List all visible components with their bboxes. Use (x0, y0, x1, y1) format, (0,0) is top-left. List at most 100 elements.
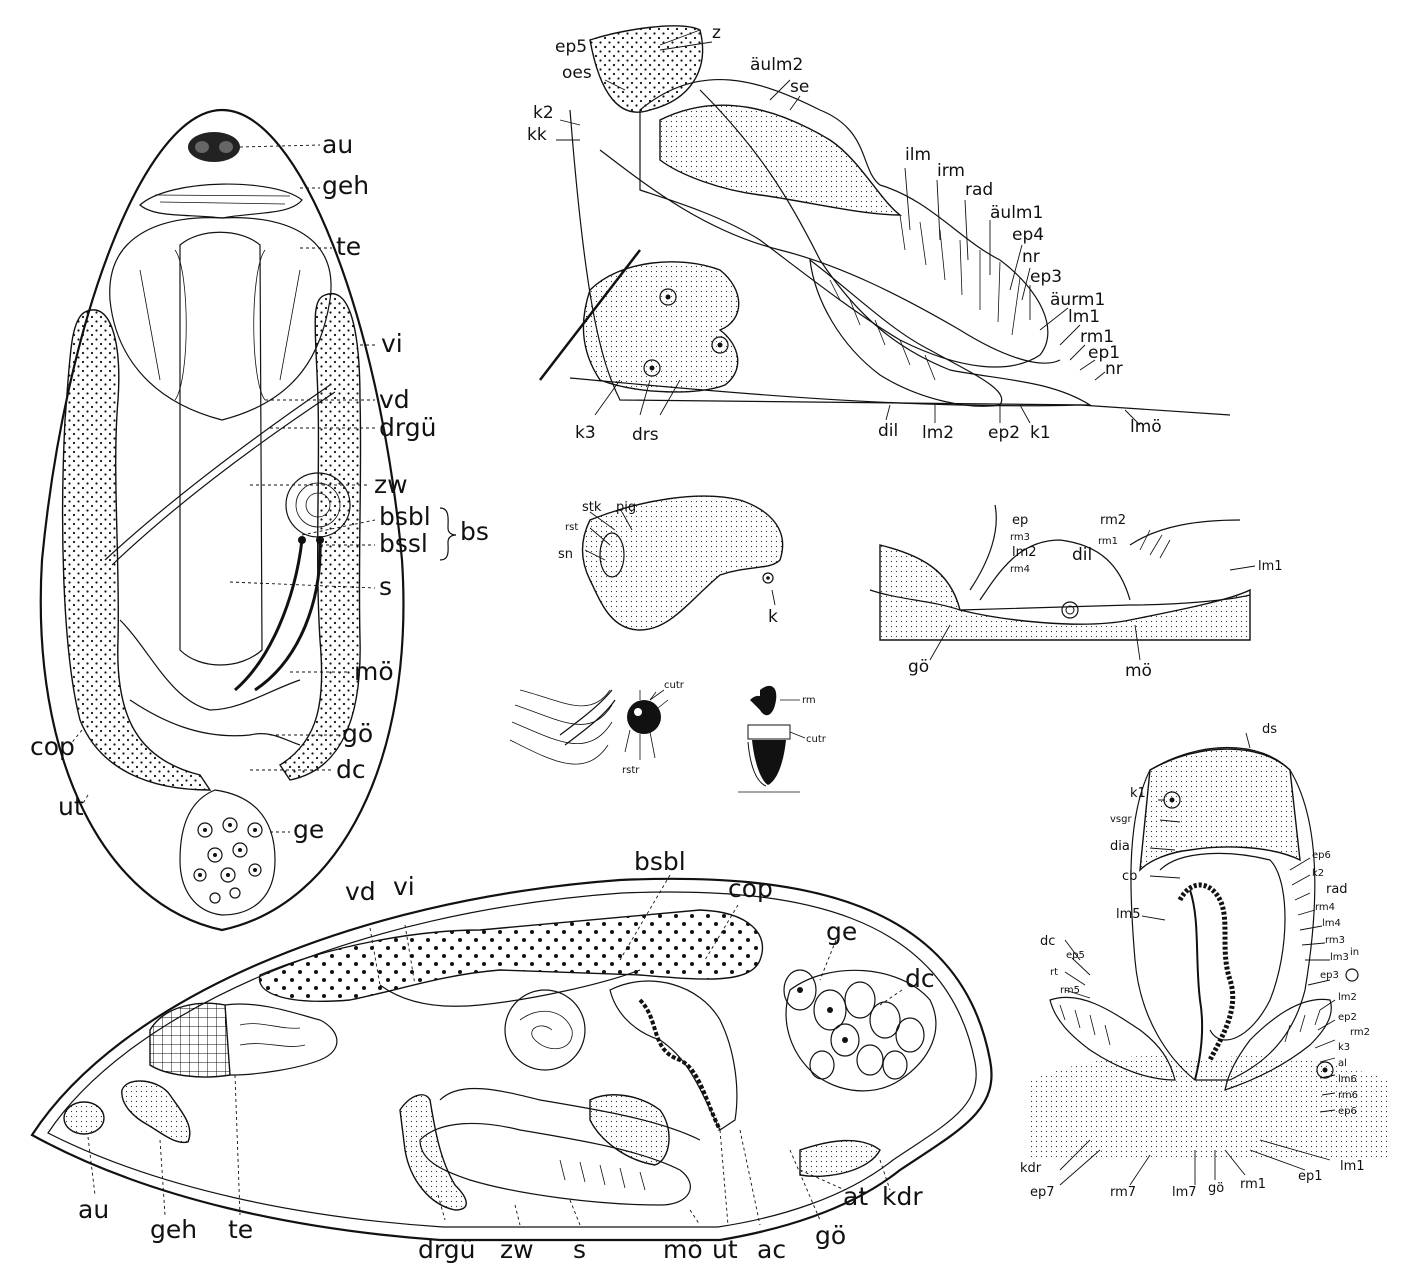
label-dil: dil (878, 421, 898, 441)
label-te-lat: te (228, 1215, 253, 1244)
rhabdite-cell (627, 700, 661, 734)
genital-tissue (1030, 1056, 1390, 1160)
label-go-lat: gö (815, 1221, 846, 1250)
label-lm2-b: lm2 (1012, 545, 1037, 560)
label-ep2-gen: ep2 (1338, 1012, 1357, 1023)
label-rm3: rm3 (1010, 532, 1030, 543)
label-al: al (1338, 1058, 1347, 1069)
lateral-bursa (504, 989, 586, 1071)
brace-bs (439, 507, 457, 561)
label-rm3-gen: rm3 (1325, 935, 1345, 946)
label-lm4-gen: lm4 (1322, 918, 1341, 929)
label-rad: rad (965, 180, 993, 200)
bursa-stalk (234, 539, 304, 692)
panel-pharynx-section: ep5 z oes äulm2 se k2 kk ilm irm rad äul… (527, 23, 1231, 445)
label-dc: dc (336, 755, 366, 784)
label-rm7: rm7 (1110, 1185, 1136, 1200)
label-ac-lat: ac (757, 1235, 786, 1264)
label-s: s (379, 572, 392, 601)
label-geh: geh (322, 171, 369, 200)
label-ep3: ep3 (1030, 267, 1062, 287)
label-lm7: lm7 (1172, 1185, 1197, 1200)
label-ge: ge (293, 815, 324, 844)
egg-capsule (179, 789, 276, 916)
label-mo-b: mö (1125, 661, 1152, 681)
eye-spots (188, 132, 240, 162)
label-vi: vi (381, 329, 403, 358)
label-lm1-gen: lm1 (1340, 1159, 1365, 1174)
panel-small-a: stk pig rst sn k (558, 495, 784, 631)
gland-cells (582, 261, 740, 393)
pharynx-epidermis-top (589, 25, 704, 113)
label-lm1-b: lm1 (1258, 559, 1283, 574)
label-kdr-gen: kdr (1020, 1161, 1042, 1176)
lateral-pharynx (419, 1122, 691, 1206)
label-k2: k2 (533, 103, 554, 123)
label-cop-lat: cop (728, 874, 773, 903)
label-go: gö (342, 719, 373, 748)
pharynx-lumen (659, 104, 903, 216)
label-dil-b: dil (1072, 545, 1092, 565)
label-nr-top: nr (1022, 247, 1040, 267)
lateral-vitellarium (258, 909, 764, 1002)
label-kk: kk (527, 125, 547, 145)
copulatory-bulb (179, 231, 263, 666)
label-k3: k3 (575, 423, 596, 443)
label-go-b: gö (908, 657, 929, 677)
label-se: se (790, 77, 809, 97)
label-rt: rt (1050, 967, 1058, 978)
label-ep5: ep5 (555, 37, 587, 57)
label-stk: stk (582, 500, 602, 515)
small-a-tissue (581, 495, 784, 631)
label-lm2-gen: lm2 (1338, 992, 1357, 1003)
label-ep4: ep4 (1012, 225, 1044, 245)
label-at-lat: at (843, 1182, 868, 1211)
label-te: te (336, 232, 361, 261)
vas-deferens (104, 384, 331, 561)
label-k: k (768, 607, 778, 627)
label-cb: cb (1122, 869, 1137, 884)
label-bsbl-lat: bsbl (634, 847, 686, 876)
label-vd: vd (379, 385, 410, 414)
label-rm5: rm5 (1060, 985, 1080, 996)
label-geh-lat: geh (150, 1215, 197, 1244)
label-lm1: lm1 (1068, 307, 1100, 327)
label-lm6: lm6 (1338, 1074, 1357, 1085)
label-ep1: ep1 (1088, 343, 1120, 363)
label-nr-bottom: nr (1105, 359, 1123, 379)
label-dc-gen: dc (1040, 934, 1055, 949)
label-z: z (712, 23, 721, 43)
label-go-gen: gö (1208, 1181, 1224, 1196)
label-k2-gen: k2 (1312, 868, 1324, 879)
vitellarium-left (61, 309, 212, 791)
label-ep: ep (1012, 513, 1028, 528)
panel-genital-atrium: ds k1 vsgr dia cb lm5 dc ep5 rt rm5 ep6 … (1020, 722, 1390, 1200)
label-in: in (1350, 947, 1359, 958)
label-dc-lat: dc (905, 964, 935, 993)
label-cutr-right: cutr (806, 734, 827, 745)
label-aulm1: äulm1 (990, 203, 1043, 223)
label-vsgr: vsgr (1110, 814, 1132, 825)
label-ds: ds (1262, 722, 1277, 737)
label-bs: bs (460, 517, 489, 546)
label-lmo: lmö (1130, 417, 1162, 437)
label-ut: ut (58, 792, 84, 821)
label-pig: pig (616, 500, 636, 515)
pharynx-bulb (639, 79, 1049, 368)
label-au-lat: au (78, 1195, 109, 1224)
lateral-brain (121, 1080, 191, 1144)
label-ep6-bottom: ep6 (1338, 1106, 1357, 1117)
brain (139, 183, 303, 219)
label-ilm: ilm (905, 145, 931, 165)
label-cutr-left: cutr (664, 680, 685, 691)
panel-small-b: ep rm2 rm3 lm2 rm4 dil rm1 lm1 gö mö (869, 504, 1283, 681)
label-ep2: ep2 (988, 423, 1020, 443)
label-sn: sn (558, 547, 573, 562)
testis (109, 217, 332, 421)
label-ep1-gen: ep1 (1298, 1169, 1323, 1184)
label-oes: oes (562, 63, 592, 83)
label-drgu: drgü (379, 413, 436, 442)
label-lm3-gen: lm3 (1330, 952, 1349, 963)
label-ep5-gen: ep5 (1066, 950, 1085, 961)
